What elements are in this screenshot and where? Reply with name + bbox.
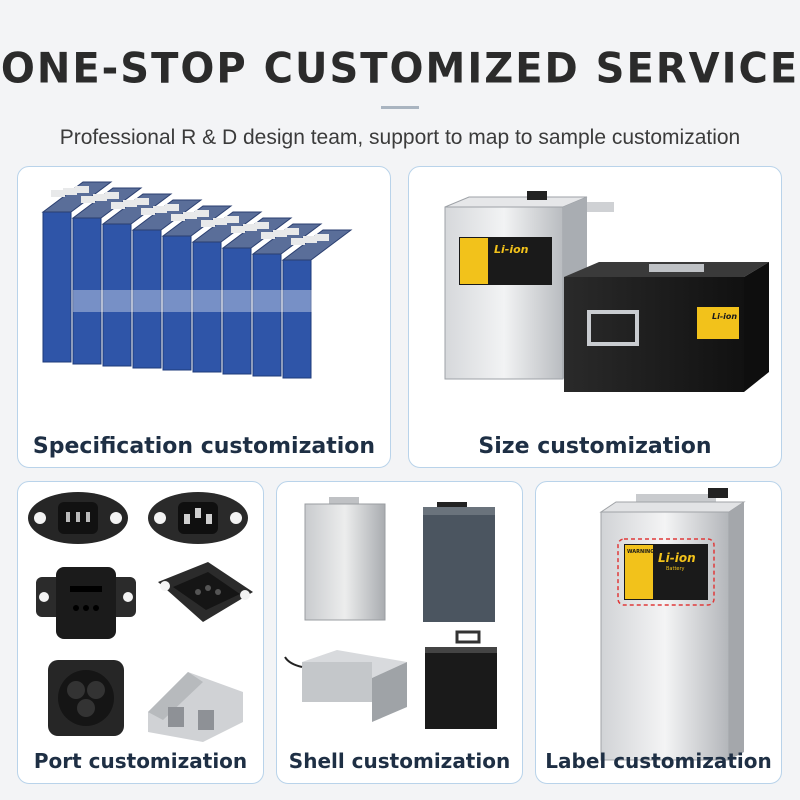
size-customization-label: Size customization [478,434,712,459]
warning-text: WARNING [627,549,654,555]
port-customization-card[interactable]: Port customization [17,481,264,784]
svg-text:Li-ion: Li-ion [712,312,737,321]
label-customization-card[interactable]: WARNING Li-ion Battery Label customizati… [535,481,782,784]
battery-sub-text: Battery [666,566,685,572]
shell-customization-label: Shell customization [288,749,511,773]
page-title: ONE-STOP CUSTOMIZED SERVICE [0,44,800,94]
li-ion-brand-text: Li-ion [494,243,529,256]
spec-customization-card[interactable]: Specification customization [17,166,391,468]
labeled-battery-image: WARNING Li-ion Battery [599,488,746,761]
four-pin-socket-icon [36,567,136,639]
size-customization-card[interactable]: Li-ion Li-ion Size customization [408,166,782,468]
label-highlight-outline [617,538,715,606]
spec-customization-label: Specification customization [32,434,376,459]
iec-plug-icon [148,492,248,544]
shell-customization-card[interactable]: Shell customization [276,481,523,784]
battery-box-image: Li-ion Li-ion [444,191,769,392]
li-ion-brand-text: Li-ion [658,551,696,565]
battery-cells-image [41,181,358,379]
angled-socket-icon [158,562,253,622]
li-ion-label-icon: WARNING Li-ion Battery [624,544,708,600]
port-customization-label: Port customization [33,749,248,773]
title-divider [381,106,419,109]
round-charge-socket-icon [48,660,124,736]
shell-variants-image [284,497,497,729]
iec-socket-icon [28,492,128,544]
label-customization-label: Label customization [545,749,772,773]
port-connectors-image [28,492,253,742]
anderson-connector-icon [148,672,243,742]
li-ion-label-icon: Li-ion [459,237,552,285]
page-subtitle: Professional R & D design team, support … [59,126,741,149]
